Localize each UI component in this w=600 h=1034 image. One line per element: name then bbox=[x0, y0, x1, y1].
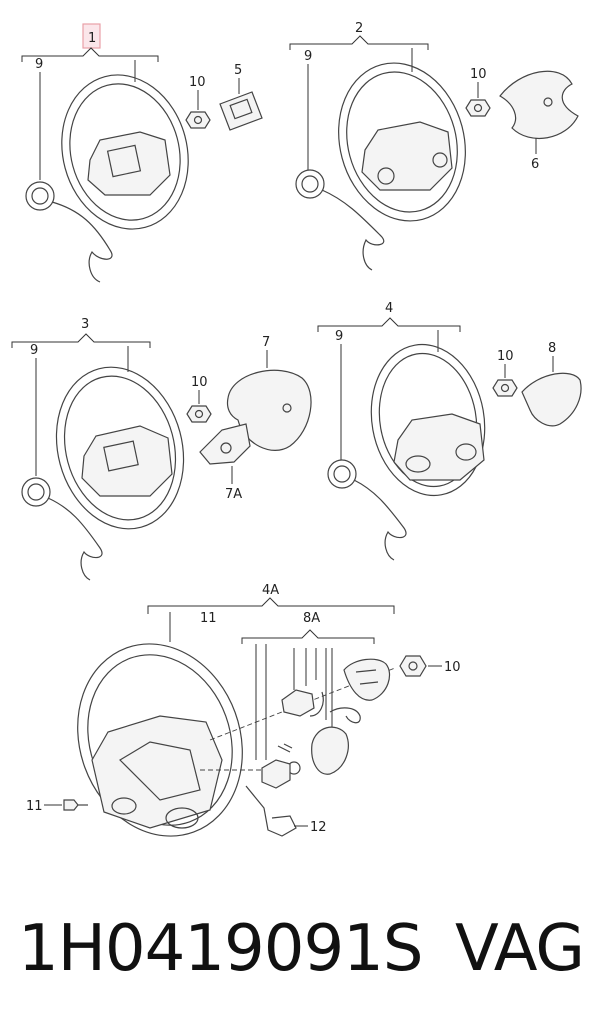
callout-6: 6 bbox=[531, 157, 539, 172]
steering-wheel-3 bbox=[55, 366, 185, 530]
callout-12: 12 bbox=[310, 820, 327, 835]
callout-10e: 10 bbox=[444, 660, 461, 675]
horn-pad-6 bbox=[499, 70, 579, 140]
clock-spring-1 bbox=[25, 181, 55, 211]
group-4a: 4A 11 8A 10 bbox=[26, 583, 461, 837]
callout-7: 7 bbox=[262, 335, 270, 350]
wiring-1 bbox=[51, 201, 113, 283]
steering-wheel-exploded-diagram: 1 9 10 5 2 9 10 bbox=[11, 21, 582, 837]
callout-2: 2 bbox=[355, 21, 363, 36]
callout-11b: 11 bbox=[26, 799, 43, 814]
airbag-module bbox=[311, 726, 349, 775]
clock-spring-2 bbox=[295, 169, 325, 199]
clock-spring-4 bbox=[327, 459, 357, 489]
bracket-1 bbox=[21, 47, 159, 62]
nut-2 bbox=[465, 99, 491, 117]
nut-4a bbox=[399, 655, 427, 677]
callout-4a: 4A bbox=[262, 583, 279, 598]
callout-3: 3 bbox=[81, 317, 89, 332]
callout-9: 9 bbox=[35, 57, 43, 72]
wheel-hub-3 bbox=[81, 425, 173, 497]
wiring-2 bbox=[321, 189, 385, 271]
wheel-hub-2 bbox=[361, 121, 453, 191]
group-3: 3 9 10 7 7A bbox=[11, 317, 312, 581]
steering-wheel-2 bbox=[338, 62, 466, 222]
callout-9c: 9 bbox=[30, 343, 38, 358]
bracket-7a bbox=[199, 423, 251, 465]
horn-pad-8 bbox=[521, 372, 582, 427]
horn-pad-5 bbox=[219, 91, 263, 131]
steering-wheel-1 bbox=[61, 74, 189, 230]
callout-4: 4 bbox=[385, 301, 393, 316]
group-1: 1 9 10 5 bbox=[21, 23, 263, 283]
callout-8: 8 bbox=[548, 341, 556, 356]
nut-1 bbox=[185, 111, 211, 129]
steering-wheel-4a bbox=[77, 643, 243, 837]
nut-4 bbox=[492, 379, 518, 397]
horn-pad-7 bbox=[226, 369, 312, 451]
nut-3 bbox=[186, 405, 212, 423]
wiring-4 bbox=[353, 479, 407, 561]
cover-trim bbox=[343, 658, 391, 701]
trim-12 bbox=[245, 785, 297, 837]
callout-10b: 10 bbox=[470, 67, 487, 82]
callout-9b: 9 bbox=[304, 49, 312, 64]
callout-10c: 10 bbox=[191, 375, 208, 390]
brand-label: VAG bbox=[455, 912, 585, 986]
group-4: 4 9 10 8 bbox=[317, 301, 582, 561]
callout-7a: 7A bbox=[225, 487, 242, 502]
callout-1: 1 bbox=[88, 31, 96, 46]
callout-10: 10 bbox=[189, 75, 206, 90]
cable-harness bbox=[309, 691, 361, 724]
clock-spring-3 bbox=[21, 477, 51, 507]
group-2: 2 9 10 6 bbox=[289, 21, 579, 271]
callout-9d: 9 bbox=[335, 329, 343, 344]
wheel-hub-4 bbox=[393, 413, 485, 481]
callout-11: 11 bbox=[200, 611, 217, 626]
part-number: 1H0419091S bbox=[18, 912, 423, 986]
steering-wheel-4 bbox=[370, 343, 486, 497]
wheel-hub-1 bbox=[87, 131, 171, 196]
callout-5: 5 bbox=[234, 63, 242, 78]
callout-10d: 10 bbox=[497, 349, 514, 364]
callout-8a: 8A bbox=[303, 611, 320, 626]
wiring-3 bbox=[47, 497, 103, 581]
wheel-hub-4a bbox=[91, 715, 223, 829]
switch-module-lower bbox=[261, 759, 291, 789]
screw-11 bbox=[63, 799, 79, 811]
switch-module-upper bbox=[281, 689, 315, 717]
